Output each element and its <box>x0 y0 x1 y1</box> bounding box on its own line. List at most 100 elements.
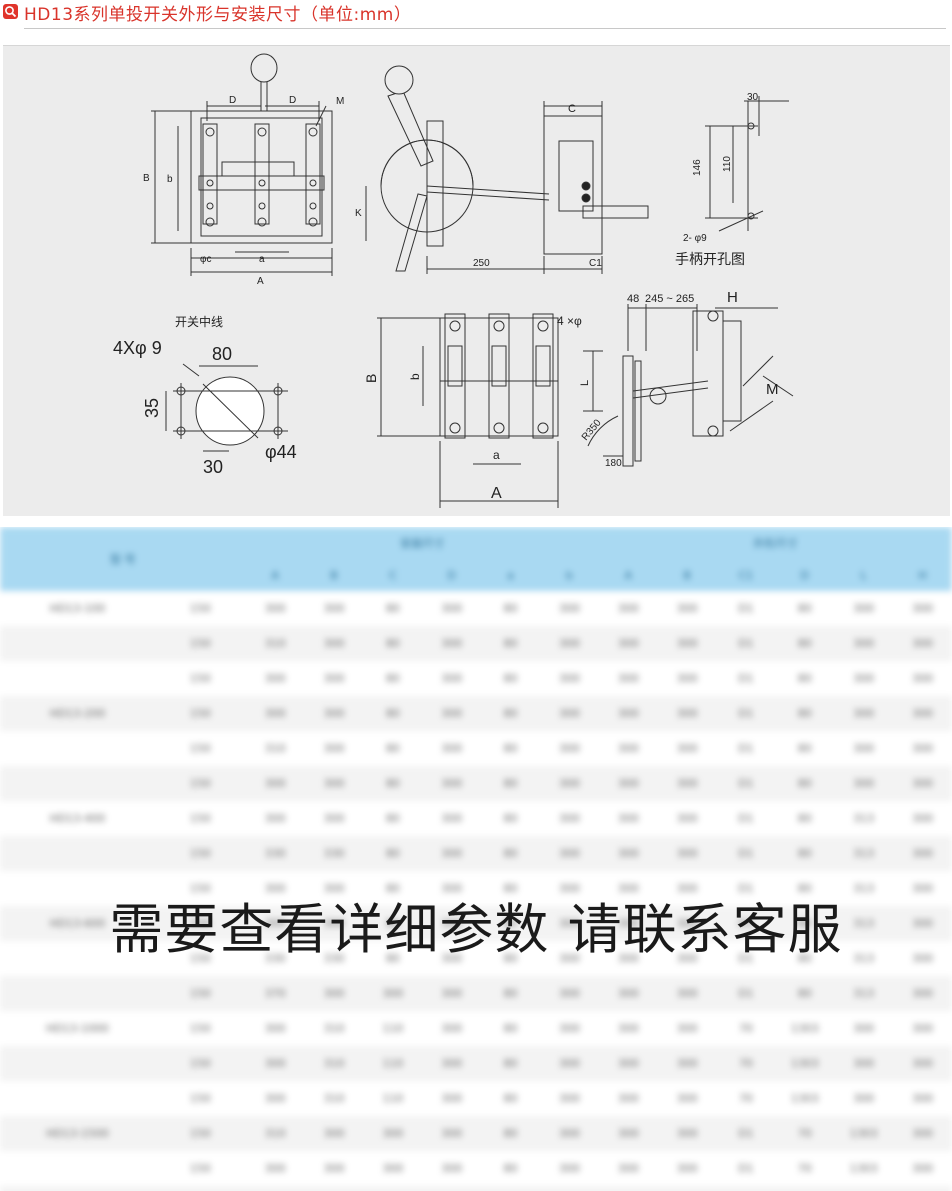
table-cell: 300 <box>245 591 305 626</box>
table-cell: 80 <box>481 1116 540 1151</box>
table-cell: D1 <box>716 1151 776 1186</box>
pole-b-lower-label: b <box>408 373 422 380</box>
table-cell: 300 <box>422 836 482 871</box>
table-cell: D1 <box>716 731 776 766</box>
title-bar: HD13系列单投开关外形与安装尺寸（单位:mm） <box>0 0 952 29</box>
table-cell: 300 <box>539 976 599 1011</box>
table-cell: 300 <box>657 766 717 801</box>
model-cell: HD13-200 <box>0 696 155 731</box>
table-cell: 300 <box>304 1151 364 1186</box>
table-cell: 80 <box>363 941 423 976</box>
table-cell: 110 <box>363 1011 423 1046</box>
model-cell <box>0 1046 155 1081</box>
table-cell: 300 <box>539 1116 599 1151</box>
table-cell: 300 <box>893 1151 952 1186</box>
table-cell: 300 <box>422 906 482 941</box>
table-cell: 300 <box>657 976 717 1011</box>
table-cell: 150 <box>154 1116 246 1151</box>
model-cell: HD13-400 <box>0 801 155 836</box>
table-cell: 150 <box>154 836 246 871</box>
table-cell: 150 <box>154 1046 246 1081</box>
pole-a-lower-label: a <box>493 448 500 462</box>
model-cell: HD13-1000 <box>0 1011 155 1046</box>
table-cell: 80 <box>481 1046 540 1081</box>
table-cell: 300 <box>304 766 364 801</box>
hole-30-label: 30 <box>747 92 759 103</box>
table-cell: 300 <box>422 1186 482 1191</box>
table-cell: 80 <box>363 871 423 906</box>
table-cell: 300 <box>834 731 894 766</box>
model-header: 型 号 <box>0 527 246 591</box>
table-cell: 300 <box>304 591 364 626</box>
model-cell <box>0 836 155 871</box>
table-cell: 1303 <box>834 1186 894 1191</box>
handle-hole-diagram <box>705 96 789 232</box>
table-cell: 300 <box>422 591 482 626</box>
table-cell: 313 <box>834 976 894 1011</box>
table-cell: 310 <box>245 731 305 766</box>
table-cell: 300 <box>893 626 952 661</box>
table-cell: 300 <box>304 1116 364 1151</box>
table-cell: 313 <box>834 906 894 941</box>
table-cell: 310 <box>304 1046 364 1081</box>
dimension-drawing: D D M B b φc a A C K 250 C1 30 146 110 2… <box>3 45 950 516</box>
table-cell: 150 <box>154 1151 246 1186</box>
table-cell: 80 <box>775 836 835 871</box>
table-cell: 300 <box>304 696 364 731</box>
table-cell: 300 <box>304 871 364 906</box>
table-cell: 80 <box>363 696 423 731</box>
table-cell: 300 <box>422 661 482 696</box>
table-cell: 1303 <box>834 1151 894 1186</box>
table-cell: 300 <box>422 626 482 661</box>
table-cell: 300 <box>598 976 658 1011</box>
side-c-label: C <box>568 103 576 115</box>
table-cell: 300 <box>363 976 423 1011</box>
table-cell: 300 <box>304 976 364 1011</box>
table-cell: 300 <box>598 1081 658 1116</box>
table-cell: 80 <box>481 976 540 1011</box>
table-cell: 80 <box>363 906 423 941</box>
table-cell: 300 <box>598 801 658 836</box>
table-cell: 300 <box>539 1046 599 1081</box>
side-c1-label: C1 <box>589 258 602 269</box>
table-cell: 300 <box>657 731 717 766</box>
table-cell: 110 <box>363 1081 423 1116</box>
side-250-label: 250 <box>473 258 490 269</box>
table-cell: 1303 <box>834 1116 894 1151</box>
table-cell: 300 <box>304 801 364 836</box>
table-cell: 313 <box>834 941 894 976</box>
table-cell: 300 <box>304 731 364 766</box>
table-cell: D1 <box>716 941 776 976</box>
table-cell: 300 <box>539 731 599 766</box>
table-cell: 70 <box>716 1011 776 1046</box>
mount-m-label: M <box>766 381 779 398</box>
model-cell <box>0 1186 155 1191</box>
model-cell <box>0 1151 155 1186</box>
table-cell: 300 <box>598 591 658 626</box>
sub-header-cell: C1 <box>716 559 776 591</box>
table-cell: 300 <box>245 661 305 696</box>
table-cell: 80 <box>363 836 423 871</box>
table-cell: 300 <box>539 626 599 661</box>
table-cell: D1 <box>716 766 776 801</box>
table-cell: 80 <box>481 941 540 976</box>
drawing-svg: D D M B b φc a A C K 250 C1 30 146 110 2… <box>113 53 794 508</box>
table-cell: 300 <box>834 1011 894 1046</box>
table-cell: 300 <box>834 766 894 801</box>
sub-header-cell: D <box>422 559 482 591</box>
table-cell: 300 <box>598 941 658 976</box>
table-cell: 150 <box>154 871 246 906</box>
table-cell: 80 <box>481 626 540 661</box>
table-cell: 300 <box>304 1186 364 1191</box>
